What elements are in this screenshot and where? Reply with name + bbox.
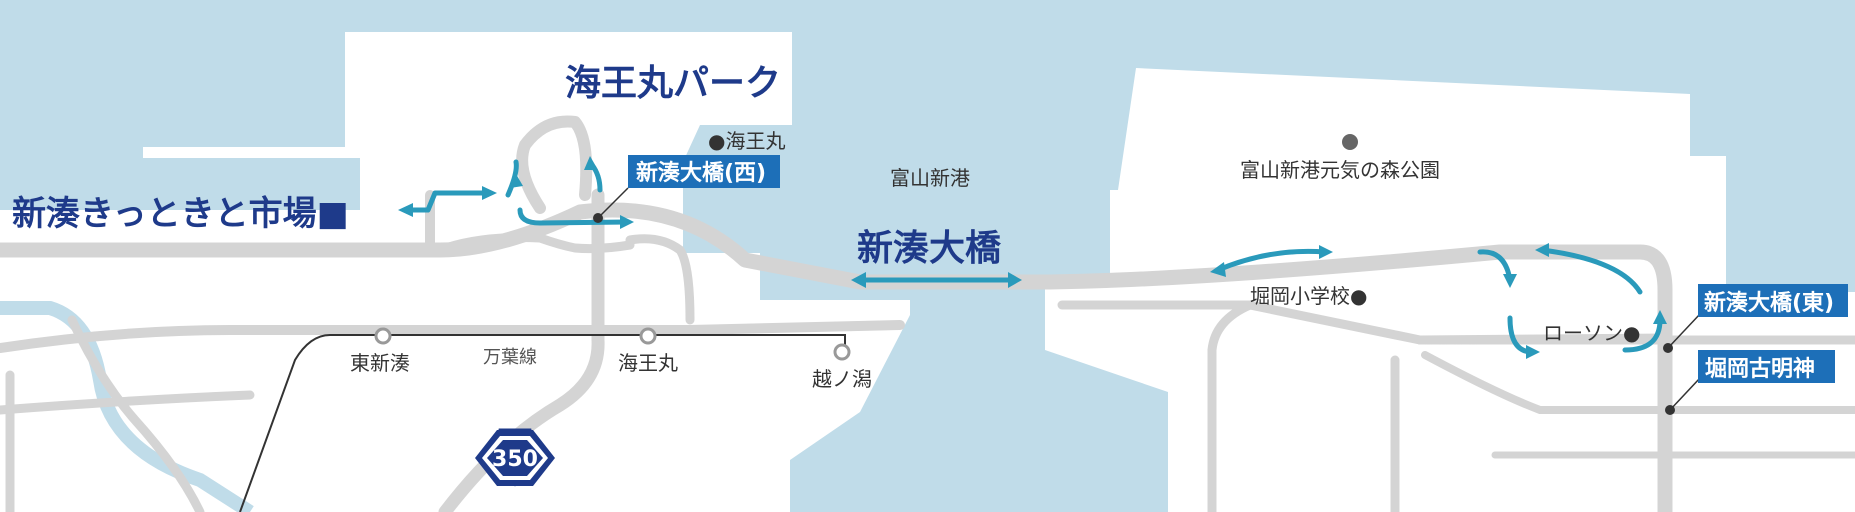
direction-arrow-icon: [1215, 248, 1328, 273]
direction-arrow-icon: [1503, 274, 1517, 288]
title-market: 新湊きっときと市場■: [12, 194, 349, 234]
label-horioka-text: 堀岡古明神: [1705, 356, 1815, 382]
label-bridge-east-text: 新湊大橋(東): [1704, 290, 1834, 316]
direction-arrow-icon: [1210, 262, 1226, 277]
direction-arrow-icon: [620, 215, 634, 229]
direction-arrow-icon: [398, 203, 413, 217]
place-school: 堀岡小学校●: [1250, 284, 1367, 308]
marker-dot-icon: [1342, 134, 1358, 150]
line-name-manyo: 万葉線: [483, 347, 537, 368]
direction-arrow-icon: [482, 186, 497, 200]
title-bridge: 新湊大橋: [857, 228, 1001, 269]
leader-lines: [597, 187, 1701, 411]
direction-arrow-icon: [517, 207, 631, 226]
direction-arrow-icon: [584, 156, 598, 170]
place-port: 富山新港: [890, 166, 970, 190]
station-circle-icon: [833, 343, 851, 361]
place-forest-park: 富山新港元気の森公園: [1240, 158, 1440, 182]
station-kaiwomaru: 海王丸: [618, 351, 678, 375]
label-bridge-east: 新湊大橋(東): [1698, 284, 1848, 317]
station-higashi-shinminato: 東新湊: [350, 351, 410, 375]
label-bridge-west: 新湊大橋(西): [628, 155, 780, 188]
land-east: [1045, 68, 1855, 512]
railway-manyo-line: [239, 334, 846, 512]
direction-arrow-icon: [1526, 345, 1540, 359]
direction-arrow-icon: [1653, 310, 1667, 324]
place-lawson: ローソン●: [1543, 321, 1640, 345]
route-350-shield-icon: 350: [475, 428, 555, 487]
roads: [0, 115, 1855, 512]
direction-arrow-icon: [1539, 247, 1643, 295]
label-bridge-west-text: 新湊大橋(西): [636, 160, 766, 186]
place-kaiwomaru-ship: ●海王丸: [708, 129, 785, 153]
station-circle-icon: [374, 327, 392, 345]
arrowheads: [398, 156, 1667, 359]
direction-arrow-icon: [505, 159, 519, 198]
direction-arrow-icon: [1319, 245, 1333, 259]
station-koshinokata: 越ノ潟: [812, 367, 872, 391]
stations: [374, 327, 851, 361]
direction-arrow-icon: [510, 174, 523, 188]
direction-arrow-icon: [402, 190, 491, 213]
title-park: 海王丸パーク: [565, 63, 781, 104]
direction-arrow-icon: [851, 272, 866, 288]
label-horioka: 堀岡古明神: [1698, 350, 1835, 383]
direction-arrow-icon: [1622, 317, 1663, 353]
direction-arrow-icon: [1535, 243, 1549, 257]
direction-arrow-icon: [1008, 272, 1022, 288]
route-350-label: 350: [492, 447, 538, 472]
station-circle-icon: [639, 327, 657, 345]
